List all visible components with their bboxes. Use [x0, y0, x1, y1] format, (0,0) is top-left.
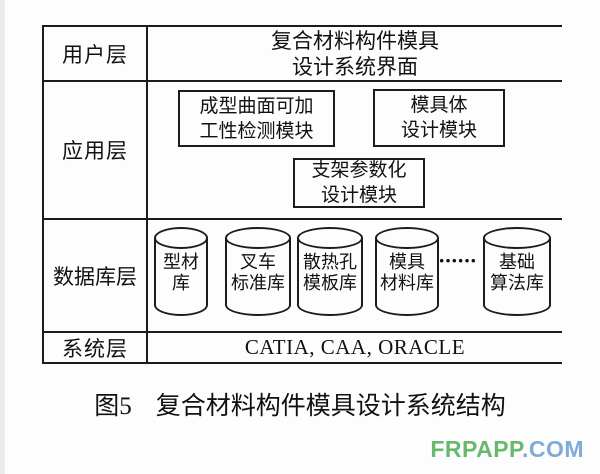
table-rule-user-app — [42, 80, 562, 82]
cylinder-label: 模具 材料库 — [380, 252, 434, 294]
database-cylinder-mold-material-library: 模具 材料库 — [375, 227, 439, 316]
cylinder-label: 型材 库 — [163, 252, 199, 294]
cylinder-body — [297, 238, 363, 305]
table-rule-app-db — [42, 218, 562, 220]
layer-label-application: 应用层 — [62, 139, 128, 163]
watermark: FRPAPP.COM — [430, 436, 584, 463]
table-rule-db-sys — [42, 331, 562, 333]
layer-label-system: 系统层 — [62, 336, 128, 361]
cylinder-label: 散热孔 模板库 — [303, 252, 357, 294]
cylinder-body — [483, 238, 551, 305]
watermark-name: FRPAPP — [430, 436, 522, 462]
cylinder-body — [225, 238, 291, 305]
table-rule-bottom — [42, 362, 562, 364]
user-layer-content: 复合材料构件模具 设计系统界面 — [148, 27, 562, 80]
module-box-mold-body-design: 模具体 设计模块 — [373, 89, 505, 147]
cylinder-body — [154, 238, 208, 305]
figure-caption-number: 图5 — [94, 393, 132, 420]
cylinder-top — [375, 227, 439, 249]
figure-caption-title: 复合材料构件模具设计系统结构 — [155, 393, 506, 420]
cylinder-top — [154, 227, 208, 249]
cylinder-label: 叉车 标准库 — [231, 252, 285, 294]
module-box-surface-machinability: 成型曲面可加 工性检测模块 — [178, 90, 335, 147]
layer-label-user: 用户层 — [62, 42, 128, 67]
user-layer-content-line2: 设计系统界面 — [292, 54, 418, 79]
user-layer-content-line1: 复合材料构件模具 — [271, 28, 439, 53]
cylinder-body — [375, 238, 439, 305]
module-box-label-line2: 工性检测模块 — [199, 120, 314, 142]
module-box-label-line2: 设计模块 — [400, 120, 477, 141]
cylinder-top — [297, 227, 363, 249]
table-border-left — [42, 25, 44, 364]
database-ellipsis: ······ — [437, 248, 477, 273]
cylinder-top — [225, 227, 291, 249]
table-rule-top — [42, 25, 562, 27]
scan-edge-artifact — [0, 0, 5, 474]
database-cylinder-forklift-standard-library: 叉车 标准库 — [225, 227, 291, 316]
watermark-tld: .COM — [521, 436, 584, 462]
module-box-label-line1: 模具体 — [410, 95, 468, 116]
module-box-bracket-parametric-design: 支架参数化 设计模块 — [293, 158, 425, 208]
module-box-label-line1: 支架参数化 — [311, 160, 407, 181]
module-box-label-line2: 设计模块 — [320, 185, 397, 206]
database-cylinder-vent-template-library: 散热孔 模板库 — [297, 227, 363, 316]
table-divider-labels — [146, 25, 148, 364]
figure-caption: 图5 复合材料构件模具设计系统结构 — [0, 386, 600, 422]
cylinder-top — [483, 227, 551, 249]
system-layer-content: CATIA, CAA, ORACLE — [244, 335, 466, 359]
layer-label-database: 数据库层 — [53, 264, 137, 289]
cylinder-label: 基础 算法库 — [490, 252, 544, 294]
database-cylinder-basic-algorithm-library: 基础 算法库 — [483, 227, 551, 316]
database-cylinder-profile-library: 型材 库 — [154, 227, 208, 316]
module-box-label-line1: 成型曲面可加 — [199, 95, 314, 117]
